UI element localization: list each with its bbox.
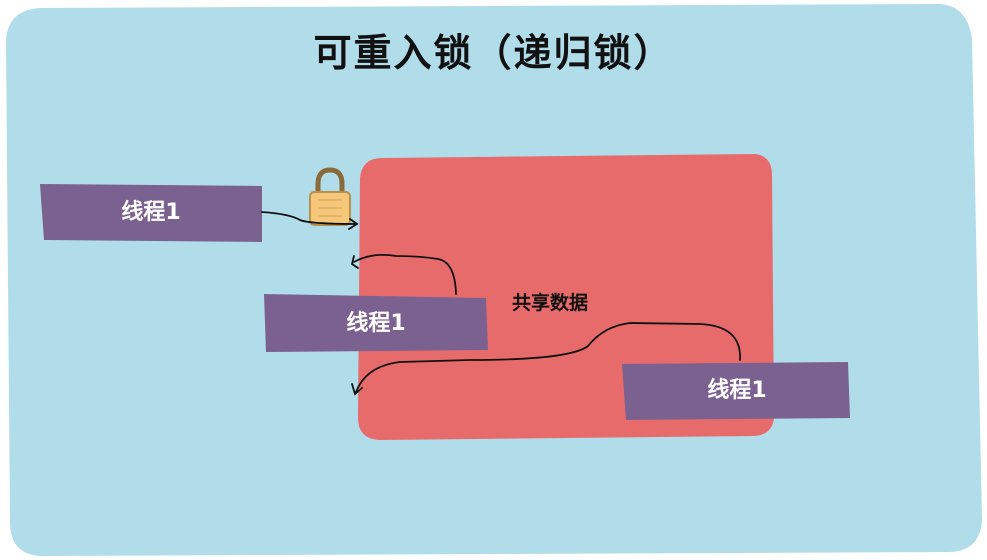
thread-box-3	[622, 362, 850, 420]
arrow-reenter-2	[350, 253, 457, 295]
thread-label-3: 线程1	[707, 378, 767, 403]
thread-box-1	[40, 184, 262, 242]
arrow-entry	[261, 211, 359, 230]
padlock-icon	[309, 167, 351, 226]
thread-label-2: 线程1	[346, 311, 406, 336]
shared-data-label: 共享数据	[512, 292, 589, 314]
arrow-reenter-3	[351, 322, 741, 396]
thread-label-1: 线程1	[121, 200, 181, 225]
thread-box-2	[264, 294, 488, 352]
page-title: 可重入锁（递归锁）	[313, 31, 674, 75]
